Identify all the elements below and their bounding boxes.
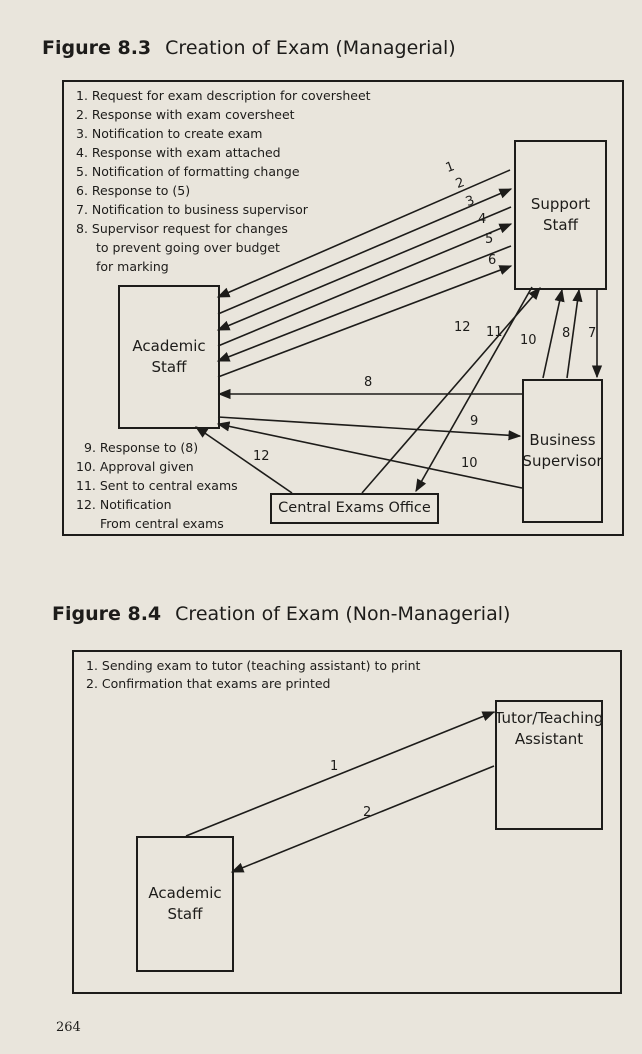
node-label: Support	[530, 195, 591, 213]
arrow-label: 12	[253, 449, 270, 464]
arrow-label: 8	[364, 375, 373, 390]
arrow-1	[216, 169, 511, 298]
figure-8-3-legend-bottom: 9. Response to (8) 10. Approval given 11…	[76, 438, 238, 533]
node-label: Assistant	[514, 730, 584, 748]
figure-8-3-title: Figure 8.3 Creation of Exam (Managerial)	[42, 37, 456, 59]
arrow-8-supervisor	[566, 288, 583, 379]
node-label: Tutor/Teaching	[494, 709, 604, 727]
legend-item: 2. Response with exam coversheet	[76, 107, 295, 122]
legend-item: 4. Response with exam attached	[76, 145, 281, 160]
arrow-label: 10	[520, 333, 537, 348]
node-label: Business	[529, 431, 596, 449]
page-number: 264	[56, 1020, 81, 1035]
node-label: Academic	[148, 884, 222, 902]
arrow-label: 1	[330, 759, 339, 774]
legend-item: 8. Supervisor request for changes	[76, 221, 288, 236]
figure-8-4-title: Figure 8.4 Creation of Exam (Non-Manageri…	[52, 603, 510, 625]
legend-item: From central exams	[100, 516, 224, 531]
arrow-label: 6	[488, 253, 497, 268]
arrow-label: 4	[478, 212, 487, 227]
legend-item: 1. Request for exam description for cove…	[76, 88, 371, 103]
node-label: Staff	[543, 216, 578, 234]
figure-8-4-panel	[72, 650, 622, 994]
central-exams-office-node: Central Exams Office	[270, 493, 439, 524]
arrow-label: 9	[470, 414, 479, 429]
node-label: Staff	[167, 905, 203, 923]
arrow-label: 8	[562, 326, 571, 341]
arrow-12-business	[216, 421, 523, 489]
figure-8-3-legend: 1. Request for exam description for cove…	[76, 86, 371, 276]
node-label: Central Exams Office	[278, 500, 431, 516]
arrow-label: 5	[485, 232, 494, 247]
legend-item: 1. Sending exam to tutor (teaching assis…	[86, 658, 421, 673]
arrow-10-supervisor	[542, 288, 565, 379]
legend-item: 7. Notification to business supervisor	[76, 202, 308, 217]
arrow-1	[185, 711, 496, 837]
arrow-6	[217, 265, 513, 378]
node-label: Staff	[151, 358, 187, 376]
legend-item: 12. Notification	[76, 497, 172, 512]
node-label: Academic	[132, 337, 206, 355]
legend-item: 5. Notification of formatting change	[76, 164, 300, 179]
legend-item: 2. Confirmation that exams are printed	[86, 676, 331, 691]
arrow-11	[361, 287, 541, 494]
figure-title-text: Creation of Exam (Managerial)	[165, 37, 456, 59]
arrow-2	[230, 765, 495, 873]
legend-item: 11. Sent to central exams	[76, 478, 238, 493]
figure-title-text: Creation of Exam (Non-Managerial)	[175, 603, 511, 625]
arrow-3	[216, 206, 512, 331]
arrow-label: 7	[588, 326, 597, 341]
arrow-10-central	[415, 286, 533, 493]
legend-item: 9. Response to (8)	[84, 440, 199, 455]
figure-8-4-legend: 1. Sending exam to tutor (teaching assis…	[86, 657, 420, 693]
arrow-2	[217, 188, 513, 315]
node-label: Supervisor	[522, 452, 603, 470]
arrow-label: 2	[363, 805, 372, 820]
legend-item: to prevent going over budget	[96, 240, 280, 255]
legend-item: 6. Response to (5)	[76, 183, 191, 198]
arrow-9	[217, 416, 522, 441]
legend-item: 3. Notification to create exam	[76, 126, 263, 141]
legend-item: for marking	[96, 259, 169, 274]
arrow-label: 12	[454, 320, 471, 335]
arrow-label: 11	[486, 325, 503, 340]
arrow-label: 10	[461, 456, 478, 471]
figure-number: Figure 8.3	[42, 37, 152, 59]
figure-8-3-panel	[62, 80, 624, 536]
arrow-4	[217, 223, 513, 347]
arrow-5	[216, 245, 512, 362]
legend-item: 10. Approval given	[76, 459, 194, 474]
arrow-12-central	[194, 426, 293, 494]
figure-number: Figure 8.4	[52, 603, 162, 625]
